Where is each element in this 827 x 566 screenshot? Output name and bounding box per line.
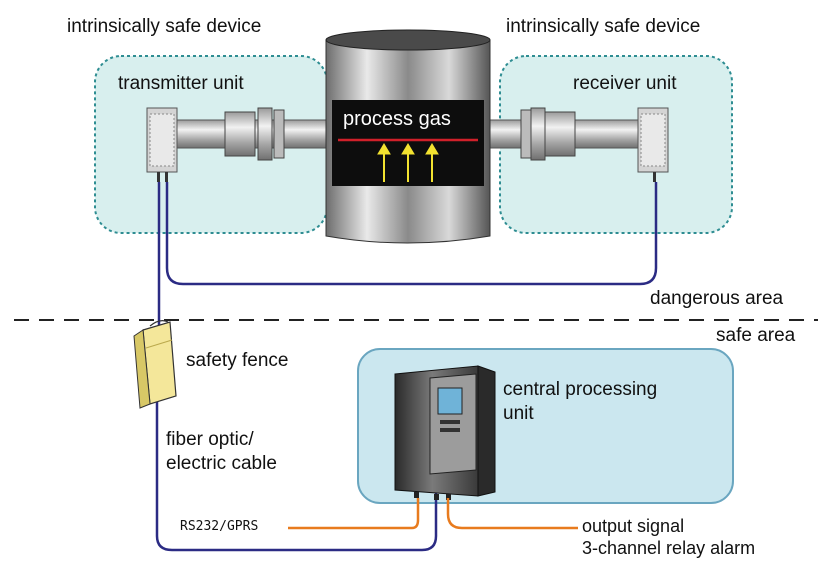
output-wire <box>446 498 578 530</box>
rs232-wire <box>288 498 420 530</box>
output-label-line2: 3-channel relay alarm <box>582 537 756 558</box>
right-device-label: intrinsically safe device <box>506 16 701 37</box>
receiver-unit-label: receiver unit <box>573 73 677 94</box>
dangerous-area-label: dangerous area <box>650 288 784 309</box>
cpu-label-line2: unit <box>503 403 534 425</box>
left-device-label: intrinsically safe device <box>67 16 262 37</box>
cpu-label: central processing unit <box>503 378 657 427</box>
cpu-label-line1: central processing <box>503 379 658 400</box>
cable-label-line2: electric cable <box>166 453 277 475</box>
transmitter-unit-label: transmitter unit <box>118 73 244 94</box>
link-cable <box>165 182 658 286</box>
safe-area-label: safe area <box>716 325 796 346</box>
output-label: output signal 3-channel relay alarm <box>582 516 755 559</box>
output-label-line1: output signal <box>582 516 685 536</box>
cable-label: fiber optic/ electric cable <box>166 428 277 477</box>
rs232-label: RS232/GPRS <box>180 519 259 534</box>
flow-arrows <box>377 143 439 182</box>
process-gas-label: process gas <box>343 108 451 130</box>
safety-fence-label: safety fence <box>186 350 289 371</box>
cpu-cabinet <box>394 365 496 500</box>
safety-fence-device <box>133 320 177 409</box>
cable-label-line1: fiber optic/ <box>166 429 254 450</box>
